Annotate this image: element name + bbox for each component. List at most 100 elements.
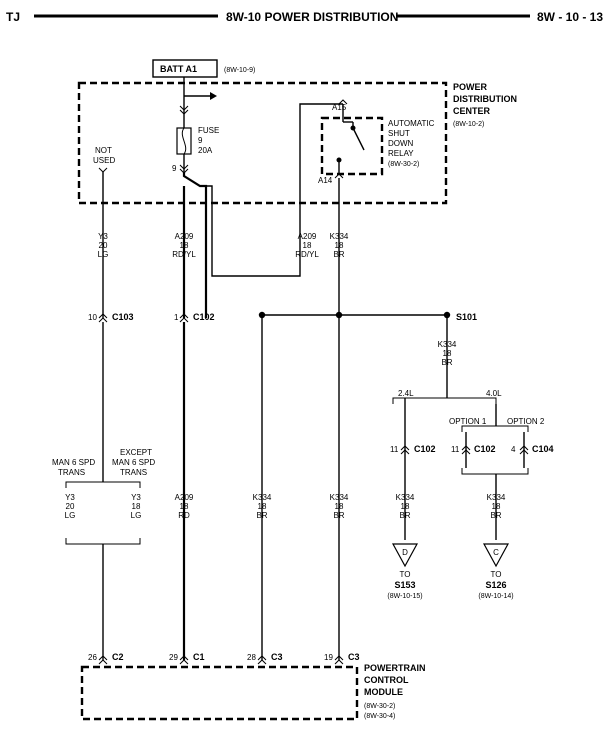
relay-a15-terminal-icon bbox=[338, 99, 348, 105]
wire-label-text: RD bbox=[178, 511, 190, 520]
wire-label-text: K334 bbox=[438, 340, 457, 349]
pcm-connector-c3-19: 19 C3 bbox=[324, 652, 360, 665]
wire-label-text: 18 bbox=[132, 502, 141, 511]
c2-terminal-icon bbox=[98, 655, 108, 661]
asd-relay-box bbox=[320, 116, 384, 176]
c3-19-name: C3 bbox=[348, 652, 360, 662]
wire-label-text: Y3 bbox=[98, 232, 108, 241]
c1-pin: 29 bbox=[169, 653, 178, 662]
c1-terminal-icon-2 bbox=[179, 659, 189, 665]
pcm-ref-1: (8W-30-2) bbox=[364, 703, 395, 710]
offpage-c-icon bbox=[482, 543, 510, 568]
trans-option-bracket-bottom bbox=[461, 468, 529, 475]
wire-label-text: K334 bbox=[253, 493, 272, 502]
wire-label-text: 18 bbox=[303, 241, 312, 250]
relay-label-4: RELAY bbox=[388, 149, 414, 158]
s101-label: S101 bbox=[456, 312, 477, 322]
pdc-title-2: DISTRIBUTION bbox=[453, 94, 517, 104]
batt-a1-ref: (8W-10-9) bbox=[224, 67, 255, 74]
relay-label-2: SHUT bbox=[388, 129, 410, 138]
wire-label-text: BR bbox=[256, 511, 267, 520]
page-header: TJ 8W-10 POWER DISTRIBUTION 8W - 10 - 13 bbox=[6, 10, 603, 24]
wire-label-text: BR bbox=[333, 250, 344, 259]
trans-option-bracket bbox=[461, 425, 529, 432]
offpage-d-to: TO bbox=[400, 570, 411, 579]
wire-label-text: 20 bbox=[99, 241, 108, 250]
wire-label-text: LG bbox=[65, 511, 76, 520]
wire-label-a209-top: A209 18 RD/YL bbox=[172, 232, 196, 259]
pdc-box bbox=[77, 81, 448, 205]
offpage-d-icon bbox=[391, 543, 419, 568]
fuse-top-terminal-icon bbox=[179, 105, 189, 111]
wire-label-text: BR bbox=[441, 358, 452, 367]
option-2-label: OPTION 2 bbox=[507, 417, 545, 426]
engine-option-bracket bbox=[392, 397, 497, 404]
trans-split-bracket-top bbox=[65, 481, 141, 488]
relay-label-1: AUTOMATIC bbox=[388, 119, 435, 128]
wire-label-k334-b1: K334 18 BR bbox=[253, 493, 272, 520]
pcm-connector-c1: 29 C1 bbox=[169, 652, 205, 665]
wire-label-text: 18 bbox=[335, 502, 344, 511]
fuse-label-1: FUSE bbox=[198, 126, 219, 135]
except-trans-label-2: MAN 6 SPD bbox=[112, 458, 155, 467]
c3-19-terminal-icon-2 bbox=[334, 659, 344, 665]
c3-28-pin: 28 bbox=[247, 653, 256, 662]
wire-label-text: K334 bbox=[330, 232, 349, 241]
c1-terminal-icon bbox=[179, 655, 189, 661]
c2-terminal-icon-2 bbox=[98, 659, 108, 665]
bus-arrow-icon bbox=[210, 92, 217, 100]
wire-label-text: LG bbox=[131, 511, 142, 520]
wire-a209-main bbox=[182, 172, 208, 318]
wire-label-text: 20 bbox=[66, 502, 75, 511]
man-trans-label-1: MAN 6 SPD bbox=[52, 458, 95, 467]
wire-label-text: K334 bbox=[487, 493, 506, 502]
wire-label-text: 18 bbox=[335, 241, 344, 250]
c103-pin: 10 bbox=[88, 313, 97, 322]
offpage-d-ref: (8W-10-15) bbox=[387, 593, 422, 600]
fuse-label-2: 9 bbox=[198, 136, 203, 145]
fuse-element-icon bbox=[181, 127, 187, 155]
wire-label-k334-top: K334 18 BR bbox=[330, 232, 349, 259]
pcm-ref-2: (8W-30-4) bbox=[364, 713, 395, 720]
trans-split-bracket-bottom bbox=[65, 538, 141, 545]
wire-label-k334-c: K334 18 BR bbox=[487, 493, 506, 520]
pcm-title-2: CONTROL bbox=[364, 675, 409, 685]
wire-label-k334-b2: K334 18 BR bbox=[330, 493, 349, 520]
wire-label-k334-d: K334 18 BR bbox=[396, 493, 415, 520]
wire-label-text: 18 bbox=[401, 502, 410, 511]
c102-pin: 1 bbox=[174, 313, 179, 322]
not-used-label-1: NOT bbox=[95, 146, 112, 155]
c103-terminal-icon bbox=[98, 313, 108, 319]
c102-terminal-icon-2 bbox=[179, 317, 189, 323]
relay-a14-terminal-icon bbox=[334, 173, 344, 179]
except-trans-label-3: TRANS bbox=[120, 468, 147, 477]
not-used-label-2: USED bbox=[93, 156, 115, 165]
pcm-title-3: MODULE bbox=[364, 687, 403, 697]
wire-label-text: A209 bbox=[175, 232, 194, 241]
wire-label-text: 18 bbox=[443, 349, 452, 358]
pcm-connector-c3-28: 28 C3 bbox=[247, 652, 283, 665]
pdc-title-1: POWER bbox=[453, 82, 488, 92]
wire-label-text: K334 bbox=[330, 493, 349, 502]
relay-switch-arm-icon bbox=[352, 127, 365, 151]
offpage-c-to: TO bbox=[491, 570, 502, 579]
offpage-d-name: S153 bbox=[394, 580, 415, 590]
wire-label-text: 18 bbox=[180, 502, 189, 511]
wire-label-text: LG bbox=[98, 250, 109, 259]
wire-label-text: A209 bbox=[298, 232, 317, 241]
man-trans-label-2: TRANS bbox=[58, 468, 85, 477]
c104-terminal-icon-2 bbox=[519, 449, 529, 455]
pcm-title-1: POWERTRAIN bbox=[364, 663, 426, 673]
c104-pin: 4 bbox=[511, 445, 516, 454]
offpage-c-letter: C bbox=[493, 548, 499, 557]
c102-2-4l-name: C102 bbox=[414, 444, 436, 454]
option-2-4l: 2.4L bbox=[398, 389, 414, 398]
offpage-d-letter: D bbox=[402, 548, 408, 557]
option-4-0l: 4.0L bbox=[486, 389, 502, 398]
wire-label-text: BR bbox=[399, 511, 410, 520]
pdc-pin-9: 9 bbox=[172, 164, 177, 173]
c102-4-0l-terminal-icon-2 bbox=[461, 449, 471, 455]
wire-label-text: BR bbox=[333, 511, 344, 520]
wire-label-text: 18 bbox=[258, 502, 267, 511]
